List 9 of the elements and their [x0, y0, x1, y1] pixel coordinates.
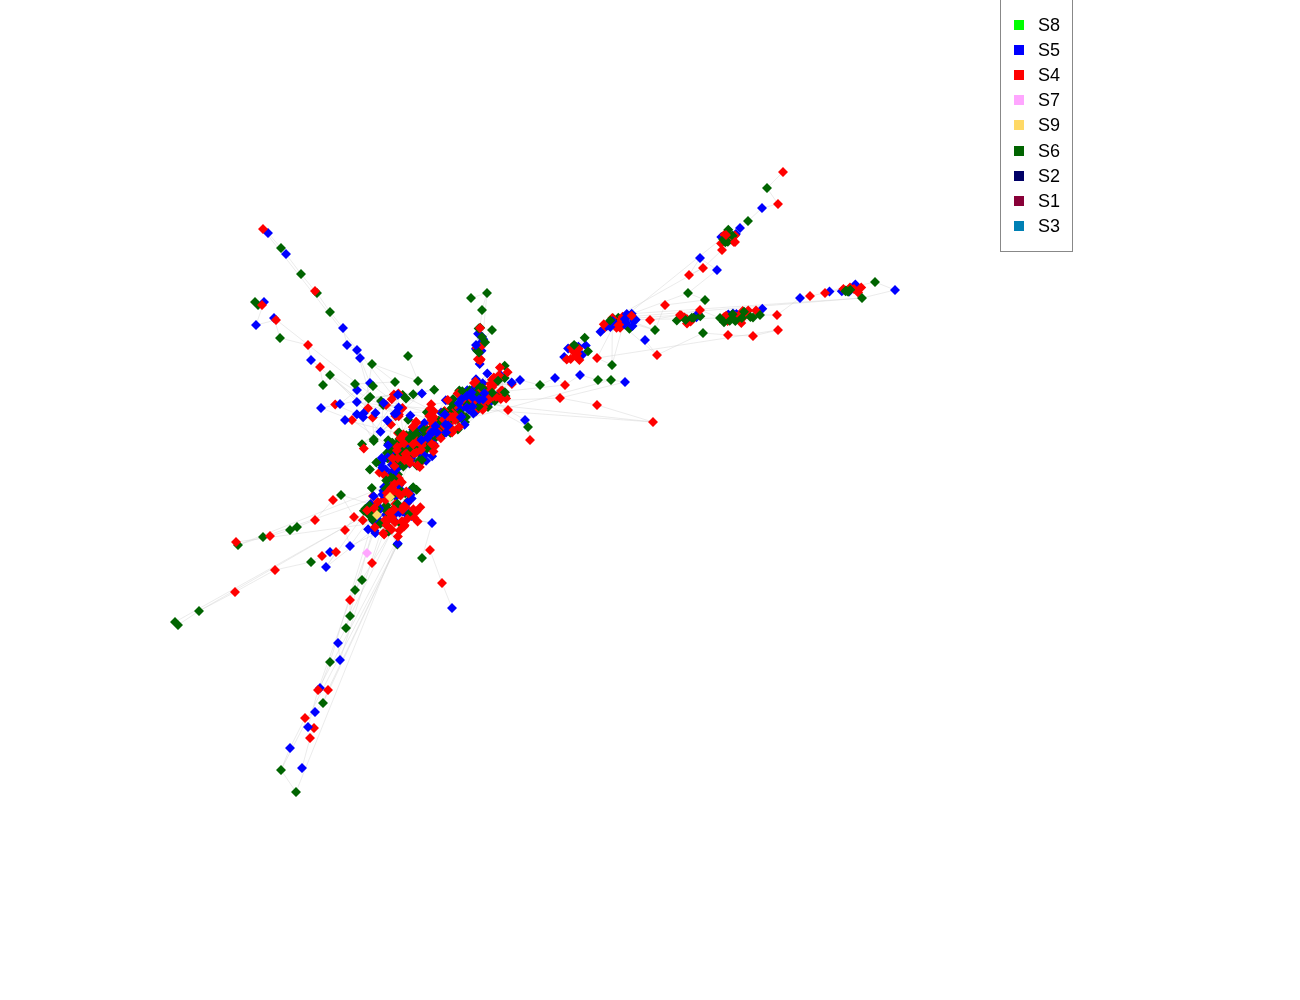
legend-label: S9: [1038, 115, 1061, 136]
legend-label: S8: [1038, 15, 1061, 35]
legend-label: S3: [1038, 215, 1061, 236]
legend-label: S5: [1038, 40, 1061, 61]
legend-label: S6: [1038, 140, 1061, 161]
legend-label: S2: [1038, 165, 1061, 186]
legend-label: S1: [1038, 190, 1061, 211]
legend-label: S7: [1038, 90, 1061, 111]
legend-label: S4: [1038, 65, 1061, 86]
